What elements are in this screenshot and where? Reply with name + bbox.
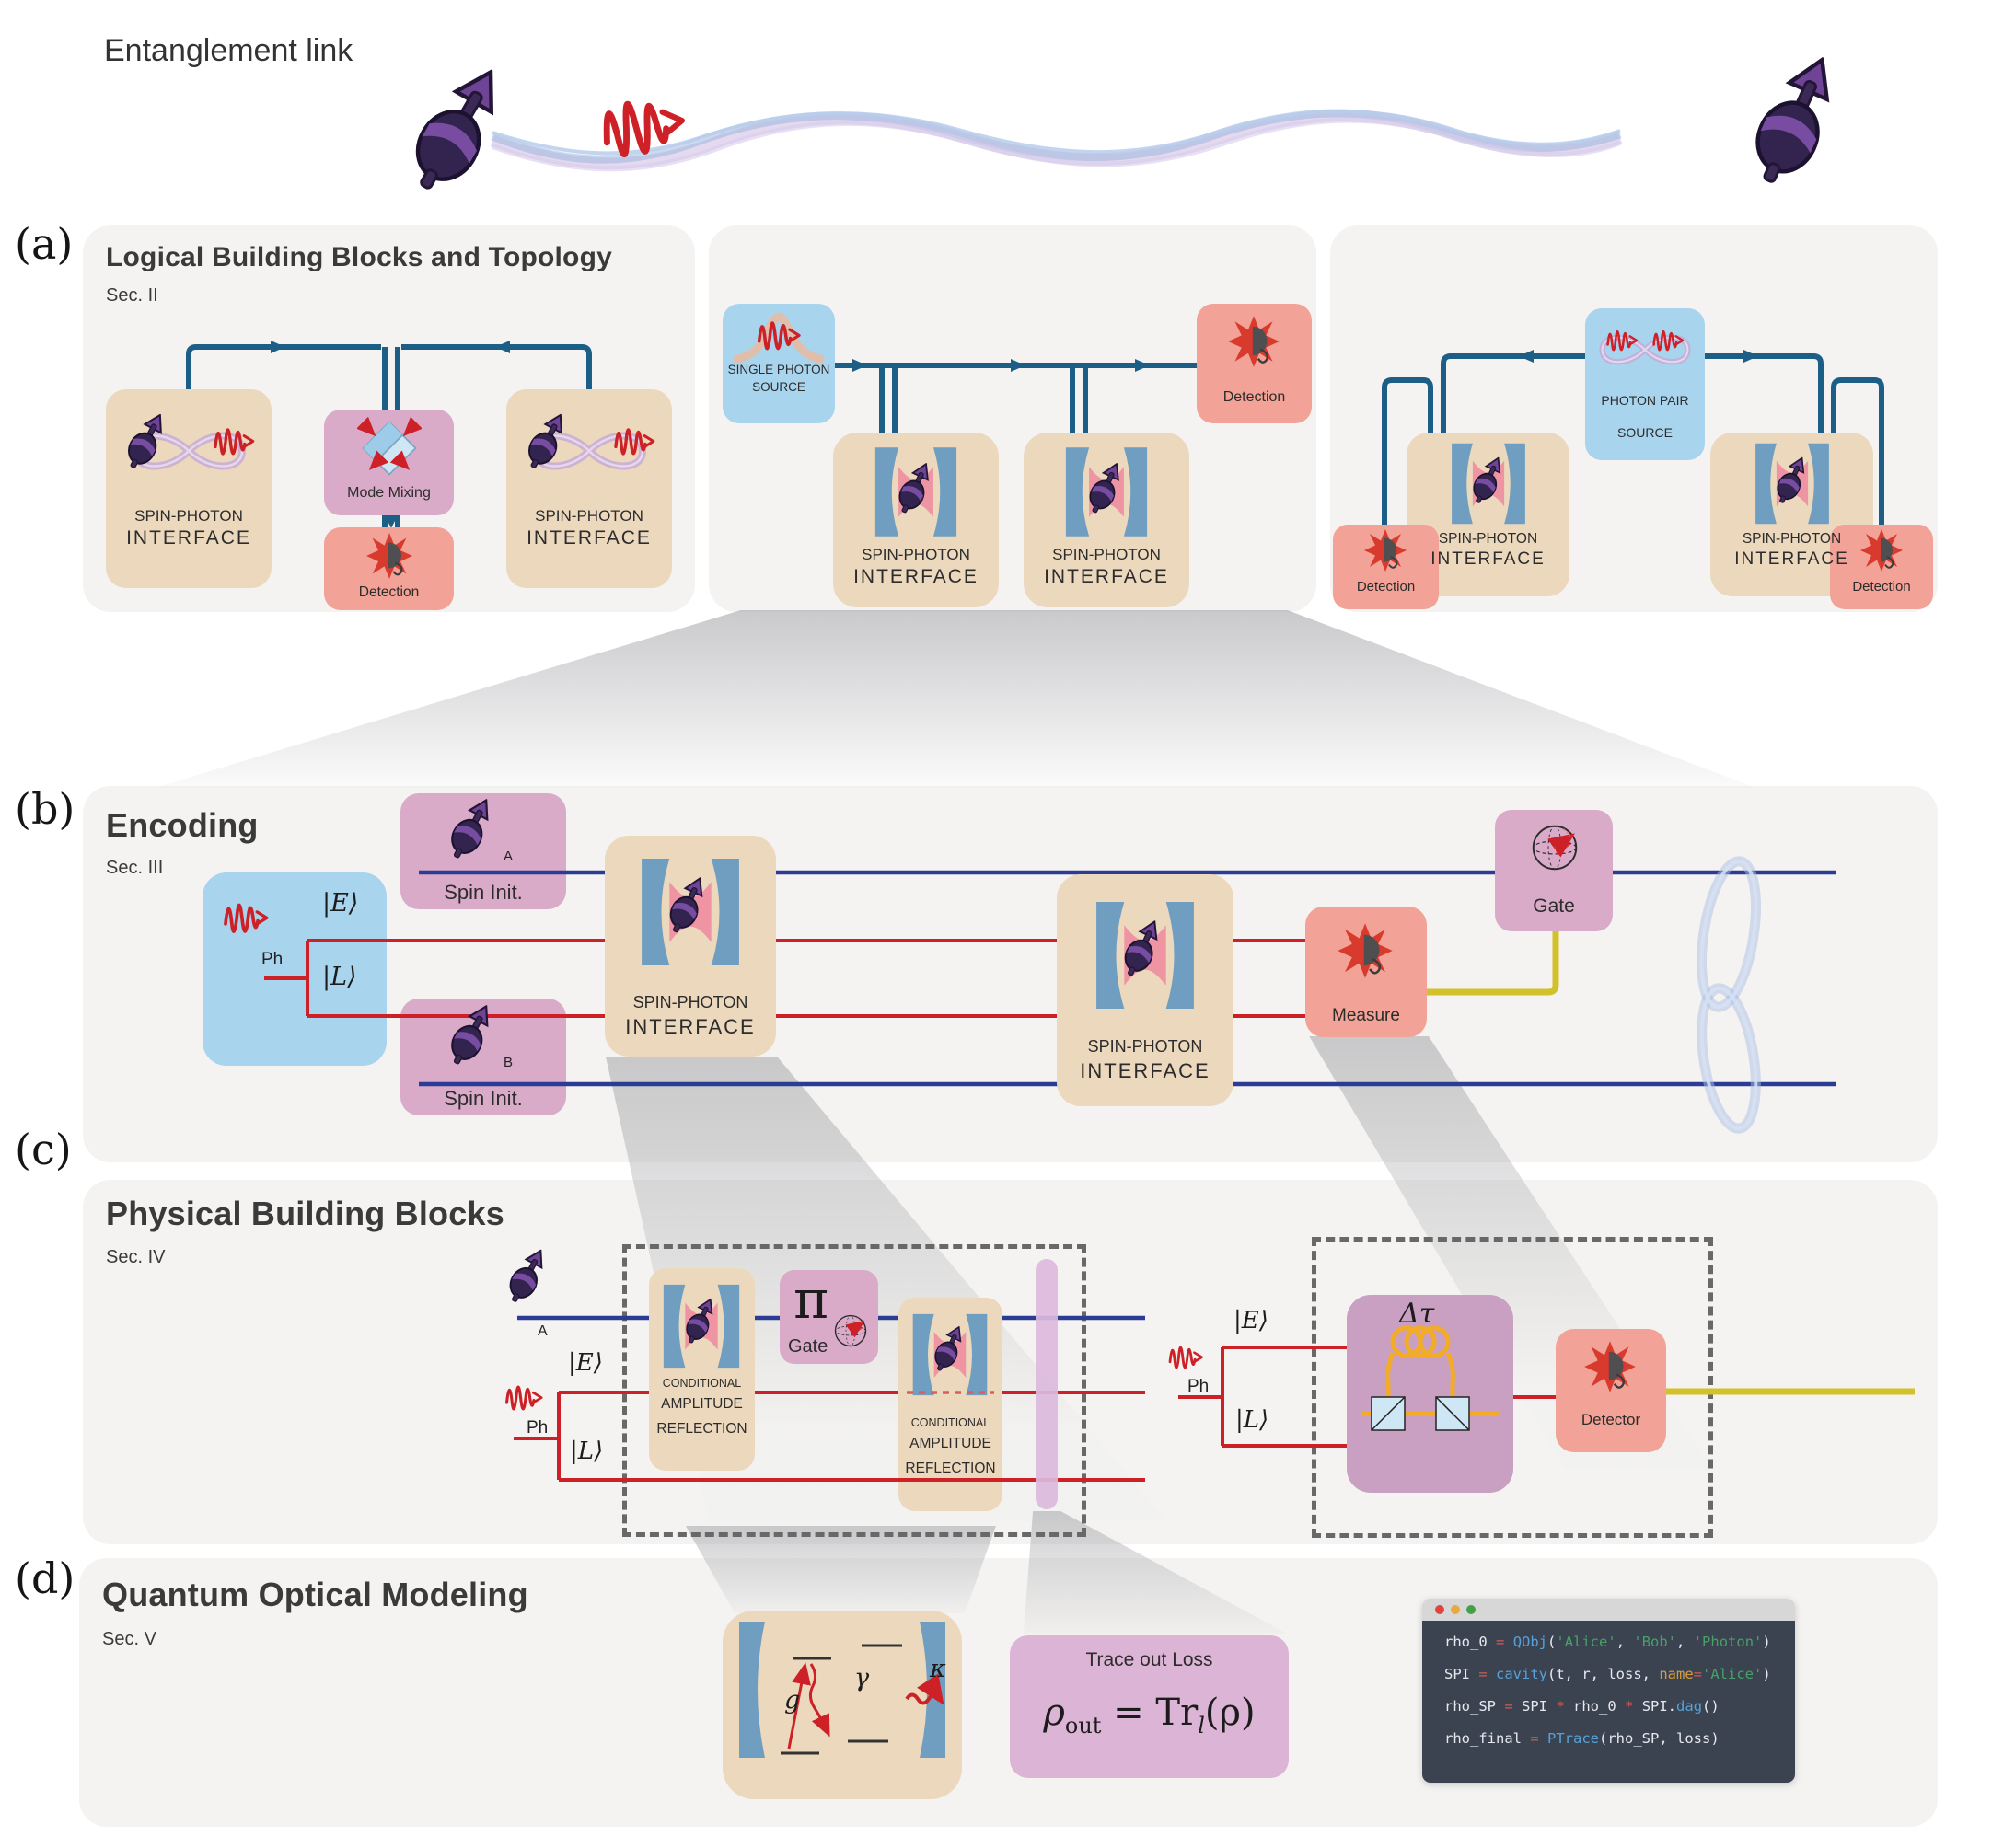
car-label: AMPLITUDE: [661, 1396, 743, 1412]
detection-label: Detection: [358, 584, 420, 600]
car-label: AMPLITUDE: [909, 1436, 991, 1451]
section-d-title: Quantum Optical Modeling: [102, 1576, 528, 1613]
car-label: REFLECTION: [905, 1461, 996, 1476]
formula-rho-out: ρ: [1043, 1692, 1065, 1734]
spi-label: SPIN-PHOTON: [1087, 1037, 1203, 1056]
formula-eq: = Tr: [1101, 1692, 1199, 1734]
spi-label: INTERFACE: [1430, 549, 1546, 569]
trace-formula: ρout = Trl(ρ): [1010, 1692, 1289, 1738]
detection-label: Detection: [1356, 579, 1416, 595]
qubit-b-label: B: [504, 1055, 514, 1070]
gate-label: Gate: [788, 1336, 828, 1357]
kappa-label: κ: [930, 1655, 946, 1683]
panel-label-c: (c): [15, 1125, 72, 1174]
code-window-titlebar: [1422, 1599, 1795, 1621]
formula-arg: (ρ): [1204, 1692, 1256, 1734]
car-label: CONDITIONAL: [910, 1416, 990, 1429]
pi-symbol: π: [793, 1268, 829, 1331]
spi-label: SPIN-PHOTON: [1438, 531, 1538, 547]
spi-label: INTERFACE: [126, 527, 251, 549]
formula-sub-l: l: [1198, 1713, 1205, 1738]
ket-early: |E⟩: [1233, 1307, 1268, 1334]
spi-label: INTERFACE: [853, 566, 979, 587]
ket-late: |L⟩: [1235, 1406, 1269, 1434]
sps-label: SOURCE: [752, 380, 805, 394]
photon-pair-source-box: [1585, 308, 1705, 460]
spi-label: SPIN-PHOTON: [862, 546, 970, 563]
car-box: [898, 1298, 1002, 1511]
section-b-title: Encoding: [106, 806, 259, 844]
code-line: rho_0 = QObj('Alice', 'Bob', 'Photon'): [1444, 1634, 1771, 1650]
sps-label: SINGLE PHOTON: [727, 363, 830, 376]
detector-label: Detector: [1581, 1411, 1641, 1428]
detection-label: Detection: [1222, 389, 1286, 405]
panel-label-a: (a): [15, 219, 74, 269]
spi-label: SPIN-PHOTON: [632, 993, 748, 1011]
ket-late: |L⟩: [322, 963, 357, 991]
code-line: SPI = cavity(t, r, loss, name='Alice'): [1444, 1666, 1771, 1682]
section-c-sec: Sec. IV: [106, 1247, 166, 1267]
spin-init-label: Spin Init.: [444, 1087, 523, 1110]
pps-label: SOURCE: [1617, 425, 1673, 440]
decay-gamma-label: γ: [854, 1664, 870, 1692]
maximize-dot-icon: [1466, 1605, 1476, 1614]
code-window: rho_0 = QObj('Alice', 'Bob', 'Photon') SP…: [1422, 1599, 1795, 1783]
car-label: REFLECTION: [656, 1421, 747, 1437]
trace-out-loss-box: [1010, 1635, 1289, 1778]
ket-late: |L⟩: [570, 1438, 604, 1465]
code-body: rho_0 = QObj('Alice', 'Bob', 'Photon') SP…: [1422, 1621, 1795, 1783]
panel-label-d: (d): [15, 1553, 75, 1603]
section-d-sec: Sec. V: [102, 1629, 156, 1649]
photon-label: Ph: [1187, 1377, 1210, 1396]
spin-init-label: Spin Init.: [444, 881, 523, 904]
section-a-sec: Sec. II: [106, 285, 158, 306]
panel-label-b: (b): [15, 784, 75, 834]
loss-bar: [1036, 1259, 1058, 1509]
photon-input-box: [203, 872, 387, 1066]
car-label: CONDITIONAL: [662, 1377, 742, 1390]
mode-mixing-label: Mode Mixing: [347, 485, 431, 501]
code-line: rho_SP = SPI * rho_0 * SPI.dag(): [1444, 1698, 1720, 1715]
trace-out-loss-title: Trace out Loss: [1085, 1649, 1213, 1670]
detector-box: [1556, 1329, 1666, 1452]
ket-early: |E⟩: [322, 889, 359, 918]
spi-label: SPIN-PHOTON: [535, 507, 643, 525]
connector-a-to-b: [155, 610, 1756, 788]
qubit-a-label: A: [504, 849, 514, 864]
gate-label: Gate: [1533, 895, 1575, 917]
delta-tau-label: Δτ: [1399, 1298, 1435, 1330]
ket-early: |E⟩: [568, 1349, 603, 1377]
spi-label: INTERFACE: [527, 527, 652, 549]
close-dot-icon: [1435, 1605, 1444, 1614]
section-a-title: Logical Building Blocks and Topology: [106, 242, 612, 272]
spi-label: SPIN-PHOTON: [1742, 531, 1842, 547]
minimize-dot-icon: [1451, 1605, 1460, 1614]
pps-label: PHOTON PAIR: [1601, 393, 1689, 408]
photon-label: Ph: [527, 1418, 549, 1438]
spi-box: [506, 389, 672, 588]
spi-label: SPIN-PHOTON: [1052, 546, 1161, 563]
detection-label: Detection: [1852, 579, 1911, 595]
spi-label: INTERFACE: [1080, 1059, 1210, 1082]
spin-icon: [1723, 38, 1867, 202]
code-line: rho_final = PTrace(rho_SP, loss): [1444, 1730, 1720, 1747]
coupling-g-label: g: [784, 1686, 801, 1715]
spi-label: INTERFACE: [625, 1015, 756, 1038]
entanglement-wave: [490, 109, 1623, 172]
spi-label: INTERFACE: [1044, 566, 1169, 587]
formula-sub-out: out: [1064, 1713, 1102, 1738]
car-box: [649, 1268, 755, 1471]
spi-label: SPIN-PHOTON: [134, 507, 243, 525]
section-c-title: Physical Building Blocks: [106, 1195, 504, 1232]
photon-label: Ph: [261, 950, 284, 969]
qubit-a-label: A: [538, 1323, 548, 1339]
cavity-model-box: [723, 1611, 962, 1799]
section-b-sec: Sec. III: [106, 858, 164, 878]
measure-label: Measure: [1332, 1006, 1400, 1025]
spi-label: INTERFACE: [1734, 549, 1849, 569]
entanglement-link-title: Entanglement link: [104, 33, 353, 68]
spi-box: [106, 389, 272, 588]
